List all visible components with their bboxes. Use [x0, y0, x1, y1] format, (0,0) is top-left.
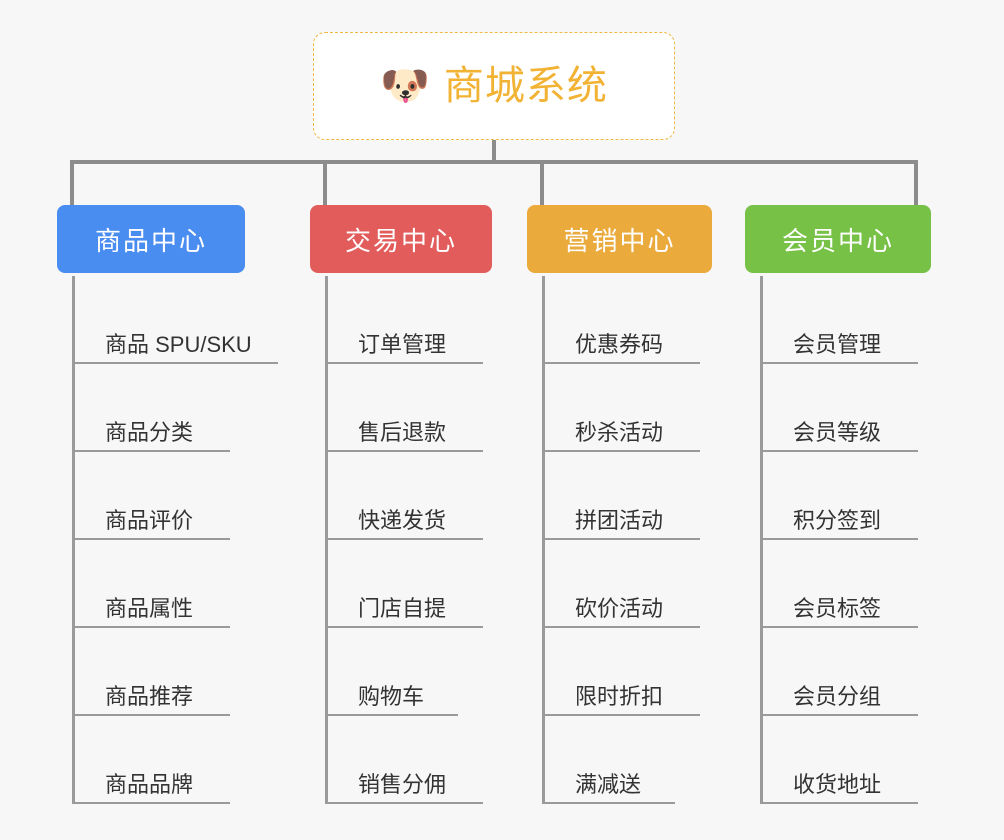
leaf-item-label: 销售分佣 [358, 772, 447, 797]
leaf-item-rule [328, 802, 483, 804]
root-node[interactable]: 🐶 商城系统 [313, 32, 675, 140]
category-header-4[interactable]: 会员中心 [745, 205, 931, 273]
leaf-item-rule [763, 450, 918, 452]
leaf-item-label: 商品品牌 [105, 772, 194, 797]
branch-column-2: 订单管理售后退款快递发货门店自提购物车销售分佣 [325, 276, 585, 804]
shiba-dog-face-icon: 🐶 [380, 64, 430, 108]
leaf-item[interactable]: 购物车 [328, 628, 458, 716]
branch-trunk-line [760, 276, 763, 804]
category-header-label: 营销中心 [563, 225, 676, 256]
leaf-item-rule [763, 626, 918, 628]
branch-column-3: 优惠券码秒杀活动拼团活动砍价活动限时折扣满减送 [542, 276, 802, 804]
leaf-item[interactable]: 商品评价 [75, 452, 230, 540]
leaf-item[interactable]: 订单管理 [328, 276, 483, 364]
leaf-item-label: 收货地址 [793, 772, 882, 797]
leaf-item[interactable]: 会员等级 [763, 364, 918, 452]
leaf-item-rule [328, 714, 458, 716]
leaf-item-label: 购物车 [358, 684, 425, 709]
header-drop-connector-2 [540, 160, 544, 205]
leaf-item[interactable]: 满减送 [545, 716, 675, 804]
leaf-item-label: 秒杀活动 [575, 420, 664, 445]
leaf-item-rule [545, 714, 700, 716]
leaf-item-rule [763, 538, 918, 540]
category-header-2[interactable]: 交易中心 [310, 205, 492, 273]
leaf-item-rule [763, 714, 918, 716]
leaf-item-label: 会员分组 [793, 684, 882, 709]
branch-column-4: 会员管理会员等级积分签到会员标签会员分组收货地址 [760, 276, 1004, 804]
leaf-item-label: 会员标签 [793, 596, 882, 621]
leaf-item[interactable]: 销售分佣 [328, 716, 483, 804]
leaf-item[interactable]: 会员管理 [763, 276, 918, 364]
leaf-item-label: 售后退款 [358, 420, 447, 445]
header-drop-connector-1 [323, 160, 327, 205]
leaf-item[interactable]: 拼团活动 [545, 452, 700, 540]
branch-trunk-line [542, 276, 545, 804]
leaf-item[interactable]: 积分签到 [763, 452, 918, 540]
leaf-item-rule [763, 362, 918, 364]
leaf-item-rule [763, 802, 918, 804]
leaf-item[interactable]: 快递发货 [328, 452, 483, 540]
branch-trunk-line [325, 276, 328, 804]
leaf-item-rule [75, 714, 230, 716]
leaf-item-rule [75, 802, 230, 804]
leaf-item[interactable]: 商品 SPU/SKU [75, 276, 278, 364]
leaf-item[interactable]: 售后退款 [328, 364, 483, 452]
leaf-item-label: 商品属性 [105, 596, 194, 621]
leaf-item-rule [328, 362, 483, 364]
leaf-item[interactable]: 商品推荐 [75, 628, 230, 716]
leaf-item-label: 会员管理 [793, 332, 882, 357]
category-header-label: 商品中心 [94, 225, 207, 256]
leaf-item-rule [328, 626, 483, 628]
leaf-item[interactable]: 商品分类 [75, 364, 230, 452]
leaf-item[interactable]: 砍价活动 [545, 540, 700, 628]
leaf-item[interactable]: 门店自提 [328, 540, 483, 628]
category-header-1[interactable]: 商品中心 [57, 205, 245, 273]
leaf-item[interactable]: 收货地址 [763, 716, 918, 804]
leaf-item-rule [75, 538, 230, 540]
leaf-item-label: 积分签到 [793, 508, 882, 533]
leaf-item-label: 商品分类 [105, 420, 194, 445]
leaf-item[interactable]: 会员标签 [763, 540, 918, 628]
leaf-item[interactable]: 优惠券码 [545, 276, 700, 364]
leaf-item-label: 商品推荐 [105, 684, 194, 709]
leaf-item-rule [545, 450, 700, 452]
leaf-item[interactable]: 秒杀活动 [545, 364, 700, 452]
branch-trunk-line [72, 276, 75, 804]
category-header-label: 会员中心 [781, 225, 894, 256]
leaf-item-rule [75, 450, 230, 452]
leaf-item-rule [545, 362, 700, 364]
root-stem-connector [492, 140, 496, 164]
root-title: 商城系统 [443, 64, 608, 108]
branch-column-1: 商品 SPU/SKU 商品分类商品评价商品属性商品推荐商品品牌 [72, 276, 332, 804]
leaf-item-label: 商品评价 [105, 508, 194, 533]
leaf-item-rule [75, 626, 230, 628]
leaf-item-label: 优惠券码 [575, 332, 664, 357]
leaf-item[interactable]: 商品品牌 [75, 716, 230, 804]
bus-connector [72, 160, 916, 164]
category-header-3[interactable]: 营销中心 [527, 205, 712, 273]
leaf-item-label: 商品 SPU/SKU [105, 332, 252, 357]
leaf-item-label: 限时折扣 [575, 684, 664, 709]
leaf-item-label: 门店自提 [358, 596, 447, 621]
leaf-item-label: 会员等级 [793, 420, 882, 445]
leaf-item-rule [328, 450, 483, 452]
header-drop-connector-3 [914, 160, 918, 205]
leaf-item[interactable]: 限时折扣 [545, 628, 700, 716]
leaf-item[interactable]: 会员分组 [763, 628, 918, 716]
leaf-item-label: 快递发货 [358, 508, 447, 533]
leaf-item-rule [545, 626, 700, 628]
category-header-label: 交易中心 [344, 225, 457, 256]
leaf-item-label: 订单管理 [358, 332, 447, 357]
leaf-item-label: 砍价活动 [575, 596, 664, 621]
leaf-item-rule [328, 538, 483, 540]
header-drop-connector-0 [70, 160, 74, 205]
leaf-item-label: 满减送 [575, 772, 642, 797]
leaf-item-label: 拼团活动 [575, 508, 664, 533]
leaf-item-rule [545, 802, 675, 804]
leaf-item-rule [75, 362, 278, 364]
leaf-item[interactable]: 商品属性 [75, 540, 230, 628]
leaf-item-rule [545, 538, 700, 540]
